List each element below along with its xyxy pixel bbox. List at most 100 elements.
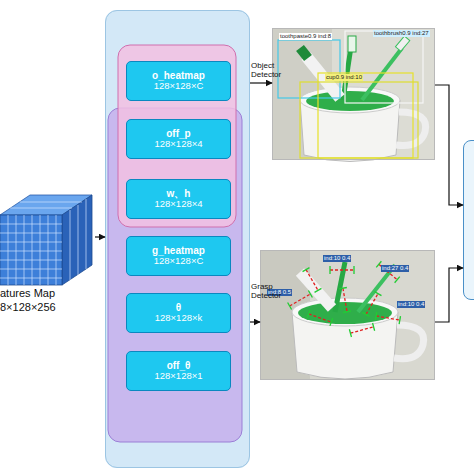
line-shape <box>70 210 71 280</box>
line-shape <box>0 251 62 252</box>
line-shape <box>300 48 308 58</box>
edge-label: Object Detector <box>251 62 285 80</box>
line-shape <box>395 277 400 283</box>
line-shape <box>300 272 332 308</box>
grasp-branch-region <box>108 108 242 442</box>
angle-box: θ128×128×k <box>126 293 231 333</box>
node-text: w、h <box>167 188 191 200</box>
node-text: cup0.9 ind:10 <box>325 74 363 81</box>
line-shape <box>306 270 318 291</box>
line-shape <box>0 242 62 243</box>
arrow-connector <box>250 321 260 322</box>
path-shape <box>394 325 424 359</box>
node-text: 128×128×C <box>154 81 204 92</box>
offset-box: off_p128×128×4 <box>126 119 231 159</box>
object-branch-region <box>118 45 236 227</box>
line-shape <box>366 294 378 315</box>
line-shape <box>0 269 62 270</box>
line-shape <box>56 215 57 285</box>
node-text: g_heatmap <box>152 245 205 257</box>
head-panel: o_heatmap128×128×Coff_p128×128×4w、h128×1… <box>105 10 250 468</box>
rect-shape <box>300 82 418 158</box>
object-photo <box>272 28 435 162</box>
line-shape <box>48 215 49 285</box>
node-text: 128×128×1 <box>154 371 202 382</box>
node-text: 128×128×4 <box>154 199 202 210</box>
grasp-image: ind:8 0.5ind:10 0.4ind:27 0.4ind:10 0.4 <box>260 250 435 380</box>
g-shape <box>339 287 351 312</box>
line-shape <box>363 312 370 316</box>
output-box <box>463 140 474 300</box>
rect-shape <box>278 40 340 98</box>
rect-shape <box>348 36 356 52</box>
heatmap-box: g_heatmap128×128×C <box>126 236 231 276</box>
path-shape <box>396 112 426 145</box>
arrow-connector <box>95 236 105 237</box>
node-text: toothbrush0.9 ind:27 <box>373 30 430 37</box>
line-shape <box>40 215 41 285</box>
heatmap-box: o_heatmap128×128×C <box>126 61 231 101</box>
g-shape <box>307 310 332 326</box>
line-shape <box>307 310 310 318</box>
line-shape <box>373 323 375 331</box>
arrow-connector <box>250 82 272 83</box>
line-shape <box>330 269 354 270</box>
arrow-connector <box>435 85 463 205</box>
feature-map: atures Map8×128×256 <box>0 195 95 320</box>
rect-shape <box>0 215 62 285</box>
rect-shape <box>260 250 435 380</box>
line-shape <box>353 266 354 274</box>
g-shape <box>0 199 86 285</box>
g-shape <box>330 266 354 274</box>
line-shape <box>290 294 311 306</box>
arrow-connector <box>435 268 463 322</box>
line-shape <box>308 291 312 298</box>
line-shape <box>78 205 79 275</box>
node-text: ind:10 0.4 <box>323 255 351 262</box>
line-shape <box>358 265 395 312</box>
line-shape <box>20 202 82 203</box>
line-shape <box>330 318 333 326</box>
node-text: ind:10 0.4 <box>397 301 425 308</box>
line-shape <box>86 199 87 269</box>
line-shape <box>0 278 62 279</box>
node-text: 8×128×256 <box>0 301 56 314</box>
line-shape <box>375 312 376 320</box>
line-shape <box>399 316 400 324</box>
node-text: 128×128×4 <box>154 139 202 150</box>
node-text: ind:27 0.4 <box>381 265 409 272</box>
offset-box: off_θ128×128×1 <box>126 351 231 391</box>
polygon-shape <box>62 195 92 285</box>
rect-shape <box>345 31 423 103</box>
node-text: o_heatmap <box>152 70 205 82</box>
ellipse-shape <box>298 302 392 324</box>
rect-shape <box>395 36 409 51</box>
line-shape <box>32 215 33 285</box>
g-shape <box>303 268 322 293</box>
node-text: off_p <box>166 128 190 140</box>
ellipse-shape <box>300 87 400 113</box>
node-text: off_θ <box>167 360 191 372</box>
panel-fill <box>105 10 250 468</box>
line-shape <box>0 224 62 225</box>
line-shape <box>350 327 373 333</box>
g-shape <box>375 312 400 324</box>
node-text: θ <box>176 302 181 314</box>
grasp-photo <box>260 250 435 380</box>
line-shape <box>0 260 62 261</box>
node-text: toothpaste0.9 ind:8 <box>279 33 332 40</box>
line-shape <box>0 233 62 234</box>
node-text: 128×128×k <box>155 313 203 324</box>
line-shape <box>362 48 402 100</box>
ellipse-shape <box>292 298 398 326</box>
line-shape <box>339 287 347 288</box>
line-shape <box>376 316 400 320</box>
line-shape <box>303 268 310 272</box>
line-shape <box>349 329 351 337</box>
line-shape <box>309 314 332 322</box>
feature-map-block <box>0 195 92 285</box>
g-shape <box>288 261 401 337</box>
node-text: 128×128×C <box>154 256 204 267</box>
